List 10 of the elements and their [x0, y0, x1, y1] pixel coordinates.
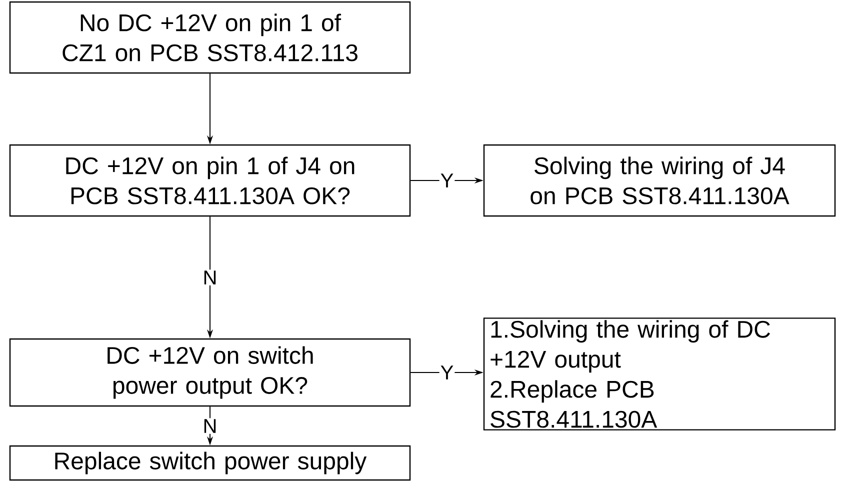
process-box: Solving the wiring of J4 on PCB SST8.411.130A: [483, 144, 836, 217]
process-box: 1.Solving the wiring of DC +12V output 2.Replace PCB SST8.411.130A: [483, 318, 836, 430]
edge-label: N: [204, 419, 216, 433]
process-box: DC +12V on switch power output OK?: [9, 338, 411, 407]
process-box: DC +12V on pin 1 of J4 on PCB SST8.411.130A OK?: [9, 144, 411, 217]
edge-label: Y: [440, 174, 454, 188]
process-box: Replace switch power supply: [9, 445, 411, 481]
process-box: No DC +12V on pin 1 of CZ1 on PCB SST8.412.113: [9, 1, 411, 74]
edge-label: N: [204, 270, 216, 284]
edge-label: Y: [440, 366, 454, 380]
